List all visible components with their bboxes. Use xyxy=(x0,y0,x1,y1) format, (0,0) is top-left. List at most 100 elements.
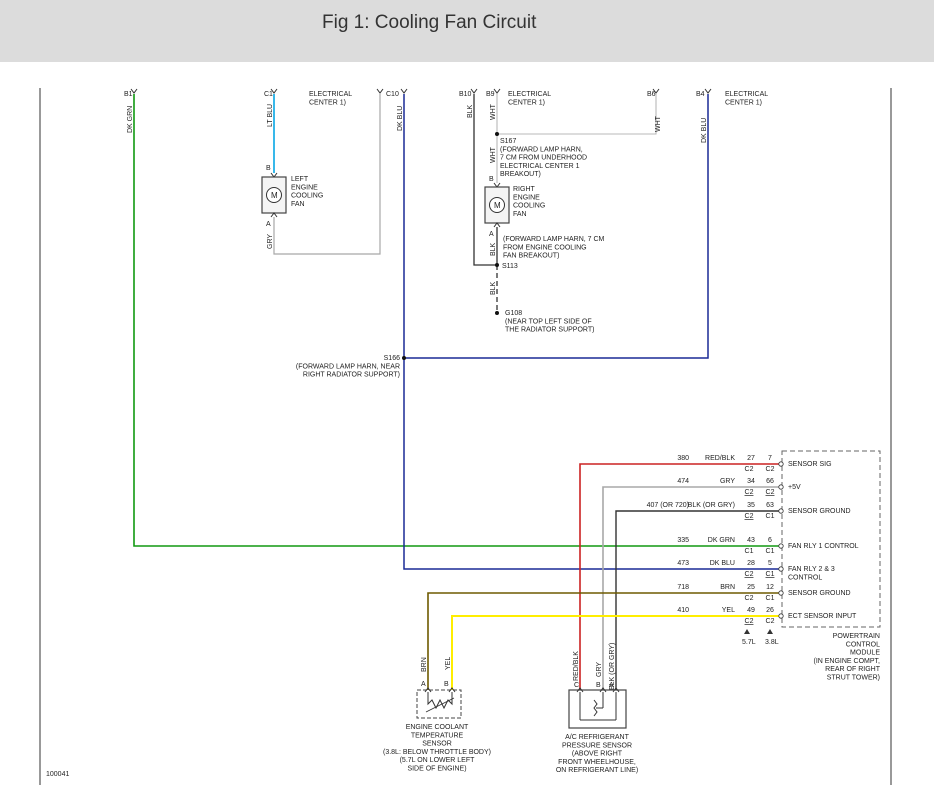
pcm-pin-terminal xyxy=(778,484,784,490)
conn-c10: C10 xyxy=(386,91,399,98)
wire-label-lt-blu: LT BLU xyxy=(267,104,274,127)
ac-pin-a: A xyxy=(609,682,614,689)
ac-wire-label-gry: GRY xyxy=(596,662,603,677)
wire-label-blk-3: BLK xyxy=(490,281,497,295)
pcm-connector-2: C2 xyxy=(766,466,775,473)
figure-header: Fig 1: Cooling Fan Circuit xyxy=(0,0,934,62)
pcm-function-label: SENSOR SIG xyxy=(788,461,832,468)
wire-label-wht-2: WHT xyxy=(490,146,497,163)
figure-title: Fig 1: Cooling Fan Circuit xyxy=(322,12,537,33)
pcm-wire-color: GRY xyxy=(720,478,735,485)
pcm-wire-color: DK BLU xyxy=(710,560,735,567)
pcm-circuit-number: 335 xyxy=(677,537,689,544)
diagram-frame xyxy=(39,88,892,785)
ground-g108 xyxy=(495,311,499,315)
pcm-circuit-number: 473 xyxy=(677,560,689,567)
splice-s113-label: S113 xyxy=(502,263,518,270)
pcm-box xyxy=(781,450,881,628)
splice-s167 xyxy=(495,132,499,136)
pcm-pin-1: 27 xyxy=(747,455,755,462)
top-connector-ticks xyxy=(130,88,712,94)
right-fan-motor-symbol: M xyxy=(494,201,501,210)
pcm-connector-1: C2 xyxy=(745,513,754,520)
wire-red-blk xyxy=(579,463,780,690)
arrow-icon xyxy=(744,629,750,634)
left-cooling-fan xyxy=(261,172,287,218)
pcm-pin-terminal xyxy=(778,590,784,596)
pcm-pin-2: 7 xyxy=(768,455,772,462)
wire-label-dk-blu-2: DK BLU xyxy=(701,118,708,143)
pcm-pin-1: 43 xyxy=(747,537,755,544)
wire-label-blk-2: BLK xyxy=(490,242,497,256)
wire-label-blk-1: BLK xyxy=(467,104,474,118)
pcm-connector-1: C2 xyxy=(745,595,754,602)
pcm-function-label: ECT SENSOR INPUT xyxy=(788,613,857,620)
pcm-engine-note-left: 5.7L xyxy=(742,639,756,646)
ect-wire-label-brn: BRN xyxy=(421,657,428,672)
conn-b1: B1 xyxy=(124,91,133,98)
ac-pin-c: C xyxy=(574,682,579,689)
wire-dk-grn xyxy=(133,94,780,547)
wire-label-gry-1: GRY xyxy=(267,234,274,249)
ac-wire-label-red-blk: RED/BLK xyxy=(573,651,580,681)
pcm-circuit-number: 407 (OR 720) xyxy=(647,502,689,509)
wire-gry-5v xyxy=(602,486,780,690)
pcm-function-label: SENSOR GROUND xyxy=(788,508,851,515)
right-fan-pin-a: A xyxy=(489,231,494,238)
conn-b4: B4 xyxy=(696,91,705,98)
left-fan-motor-symbol: M xyxy=(271,191,278,200)
wire-dk-blu-b4 xyxy=(404,94,709,359)
arrow-icon xyxy=(767,629,773,634)
conn-b9: B9 xyxy=(486,91,495,98)
ac-pin-b: B xyxy=(596,682,601,689)
ect-pin-a: A xyxy=(421,681,426,688)
splice-s167-label: S167(FORWARD LAMP HARN,7 CM FROM UNDERHO… xyxy=(500,138,587,178)
left-fan-pin-a: A xyxy=(266,221,271,228)
pcm-function-label: FAN RLY 1 CONTROL xyxy=(788,543,859,550)
splice-s113 xyxy=(495,263,499,267)
pcm-pin-terminal xyxy=(778,508,784,514)
wire-dk-blu-c10 xyxy=(403,94,780,570)
pcm-circuit-number: 474 xyxy=(677,478,689,485)
ect-wire-label-yel: YEL xyxy=(445,657,452,670)
pcm-wire-color: BRN xyxy=(720,584,735,591)
pcm-circuit-number: 718 xyxy=(677,584,689,591)
pcm-engine-note-right: 3.8L xyxy=(765,639,779,646)
pcm-pin-1: 28 xyxy=(747,560,755,567)
pcm-wire-color: YEL xyxy=(722,607,735,614)
diagram-id: 100041 xyxy=(46,771,69,778)
conn-b6: B6 xyxy=(647,91,656,98)
ac-wire-label-blk-or-gry: BLK (OR GRY) xyxy=(609,643,616,690)
pcm-connector-1: C2 xyxy=(745,618,754,625)
pcm-connector-2: C1 xyxy=(766,513,775,520)
pcm-pin-terminal xyxy=(778,543,784,549)
pcm-wire-color: DK GRN xyxy=(708,537,735,544)
pcm-wire-color: BLK (OR GRY) xyxy=(688,502,735,509)
pcm-pin-1: 49 xyxy=(747,607,755,614)
pcm-connector-2: C1 xyxy=(766,595,775,602)
conn-c1: C1 xyxy=(264,91,273,98)
pcm-connector-2: C1 xyxy=(766,571,775,578)
pcm-connector-1: C1 xyxy=(745,548,754,555)
ect-sensor xyxy=(416,687,462,719)
right-fan-pin-b: B xyxy=(489,176,494,183)
pcm-connector-2: C1 xyxy=(766,548,775,555)
wire-blk-b10 xyxy=(473,94,497,266)
pcm-pin-2: 6 xyxy=(768,537,772,544)
right-cooling-fan xyxy=(484,182,510,228)
pcm-function-label: +5V xyxy=(788,484,801,491)
pcm-circuit-number: 380 xyxy=(677,455,689,462)
pcm-connector-1: C2 xyxy=(745,571,754,578)
pcm-circuit-number: 410 xyxy=(677,607,689,614)
